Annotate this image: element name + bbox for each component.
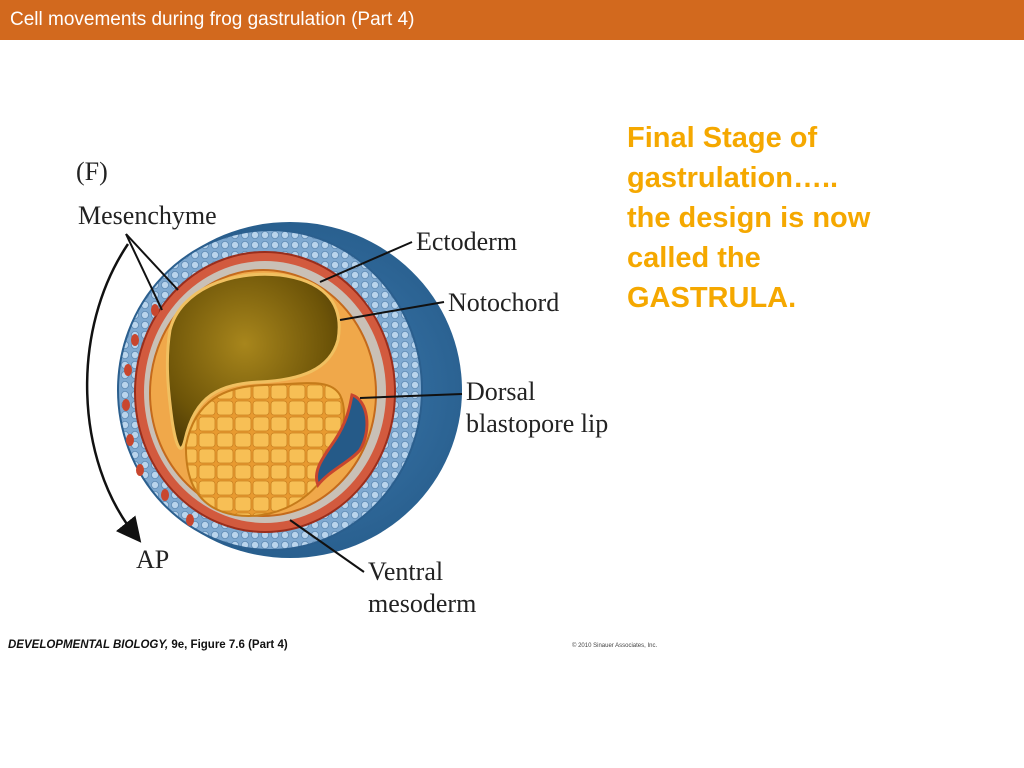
label-ap: AP xyxy=(136,545,169,574)
ap-arrow xyxy=(85,243,142,543)
gastrula-diagram: (F) Mesenchyme Ectoderm Notochord Dorsal… xyxy=(76,157,608,618)
caption-line: GASTRULA. xyxy=(627,282,797,314)
label-mesoderm: mesoderm xyxy=(368,589,476,618)
blastopore xyxy=(315,393,369,488)
title-bar: Cell movements during frog gastrulation … xyxy=(0,0,1024,40)
label-dorsal: Dorsal xyxy=(466,377,535,406)
label-mesenchyme: Mesenchyme xyxy=(78,201,217,230)
label-ventral: Ventral xyxy=(368,557,443,586)
caption-line: gastrulation….. xyxy=(627,162,839,194)
label-notochord: Notochord xyxy=(448,288,559,317)
copyright: © 2010 Sinauer Associates, Inc. xyxy=(572,643,658,649)
caption-line: Final Stage of xyxy=(627,122,818,154)
label-blastopore-lip: blastopore lip xyxy=(466,409,608,438)
book-title: DEVELOPMENTAL BIOLOGY, xyxy=(8,639,169,651)
mesenchyme-cells xyxy=(122,304,194,526)
caption: Final Stage of gastrulation….. the desig… xyxy=(627,118,1017,318)
panel-label: (F) xyxy=(76,157,108,186)
caption-line: called the xyxy=(627,242,761,274)
archenteron-cavity xyxy=(165,272,341,450)
slide-title: Cell movements during frog gastrulation … xyxy=(10,9,415,30)
leader-lines xyxy=(125,233,463,573)
label-ectoderm: Ectoderm xyxy=(416,227,517,256)
figure-ref: 9e, Figure 7.6 (Part 4) xyxy=(168,639,288,651)
caption-line: the design is now xyxy=(627,202,871,234)
figure-credit: DEVELOPMENTAL BIOLOGY, 9e, Figure 7.6 (P… xyxy=(8,639,288,651)
